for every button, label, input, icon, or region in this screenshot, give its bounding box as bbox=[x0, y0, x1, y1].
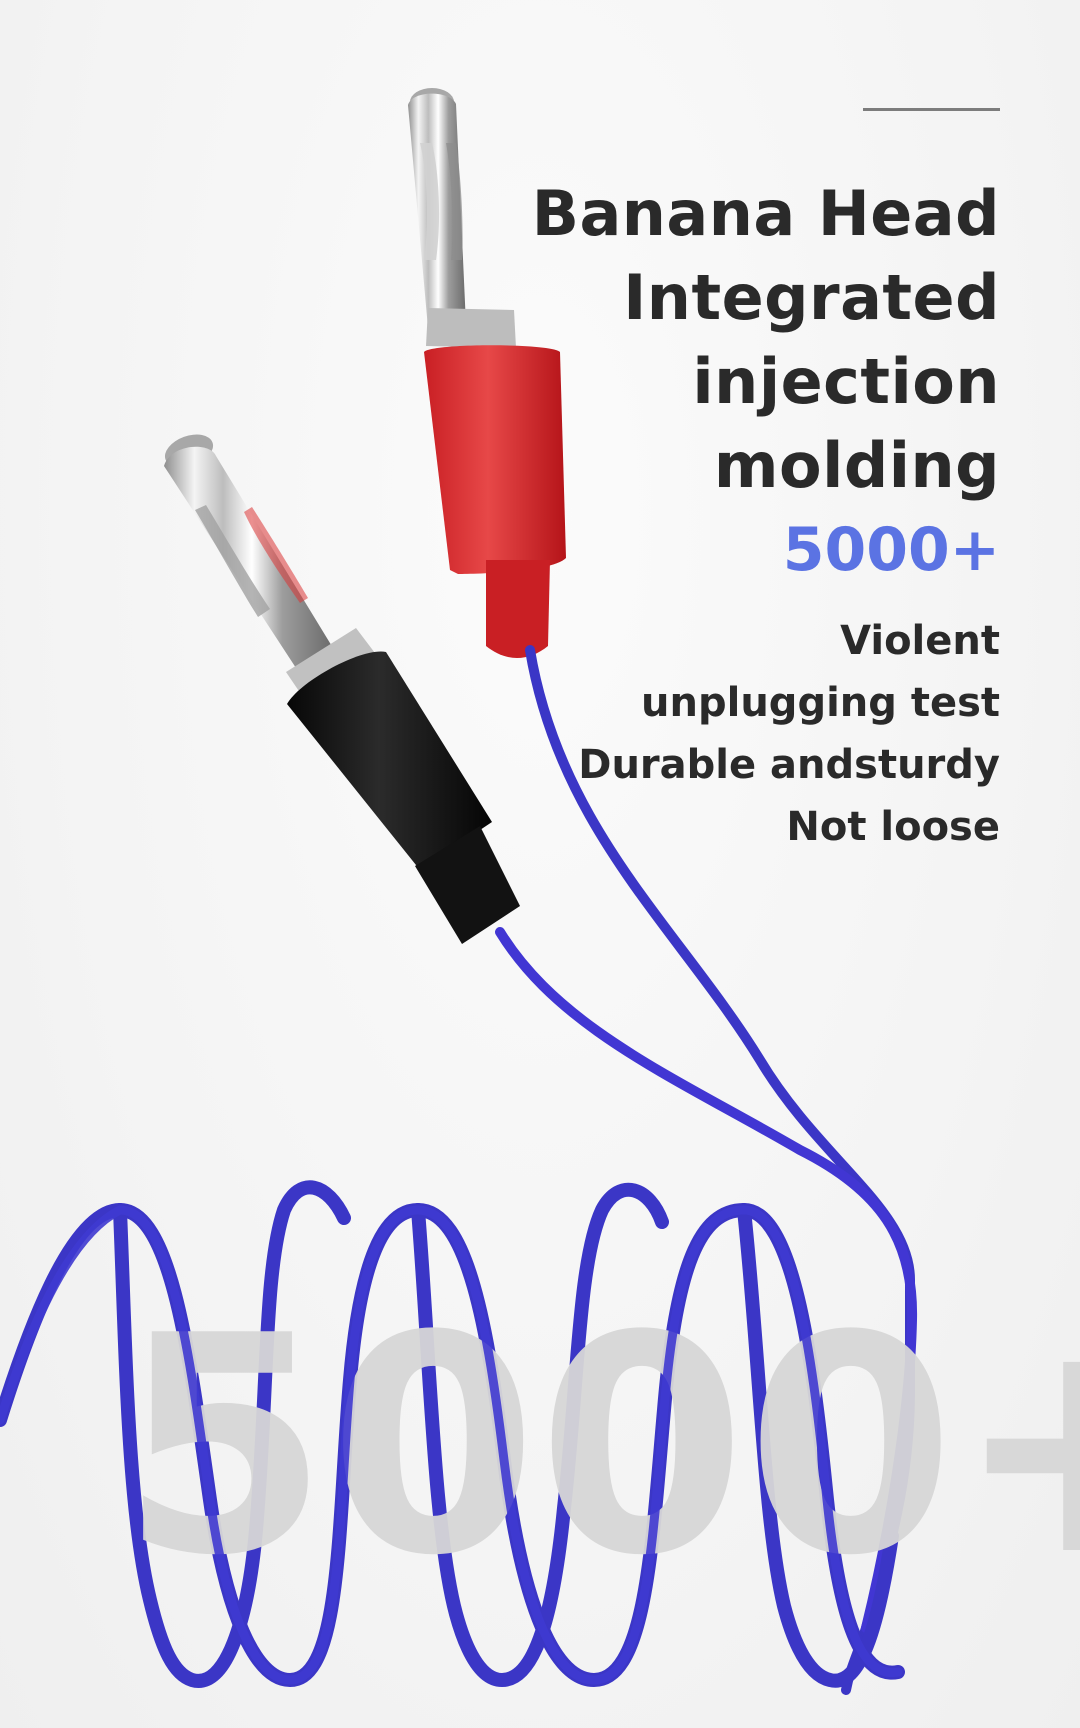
top-divider bbox=[863, 108, 1000, 111]
front-coil-overlay bbox=[0, 1205, 903, 1685]
headline-line-2: Integrated bbox=[623, 261, 1000, 334]
black-plug-cable bbox=[495, 927, 918, 1633]
headline-line-3: injection bbox=[692, 345, 1000, 418]
product-copy: Banana Head Integrated injection molding… bbox=[440, 172, 1000, 858]
feature-list: Violent unplugging test Durable andsturd… bbox=[440, 610, 1000, 858]
headline: Banana Head Integrated injection molding bbox=[440, 172, 1000, 508]
big-number-text: 5000+ bbox=[120, 1272, 1080, 1621]
feature-line-1: Violent bbox=[840, 618, 1000, 664]
black-plug-icon bbox=[164, 434, 520, 944]
headline-line-4: molding bbox=[713, 429, 1000, 502]
feature-line-3: Durable andsturdy bbox=[578, 742, 1000, 788]
headline-line-1: Banana Head bbox=[531, 177, 1000, 250]
durability-count: 5000+ bbox=[782, 515, 1000, 585]
background-number: 5000+ bbox=[120, 1272, 1080, 1621]
feature-line-2: unplugging test bbox=[641, 680, 1000, 726]
red-plug-icon bbox=[408, 88, 566, 658]
feature-line-4: Not loose bbox=[786, 804, 1000, 850]
